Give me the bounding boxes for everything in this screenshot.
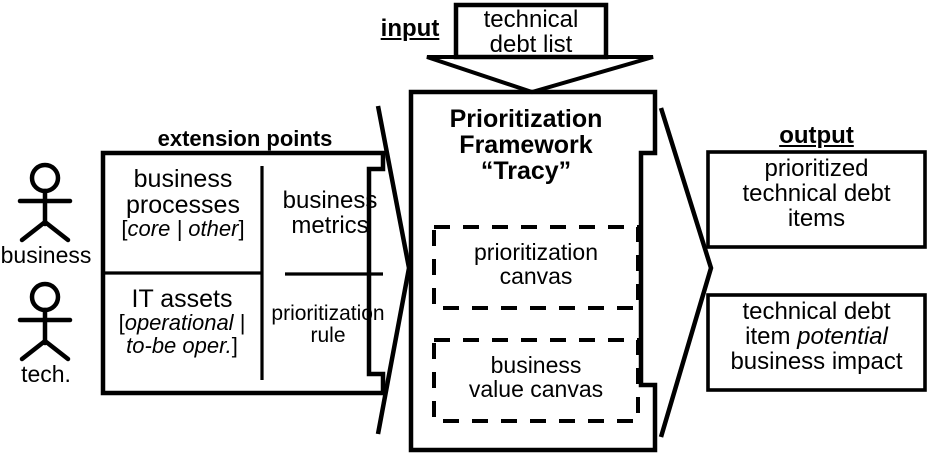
- business-processes-line2: processes: [126, 191, 240, 219]
- it-assets-bracket-line2: to-be oper.]: [104, 332, 260, 358]
- output-box-2-line3: business impact: [730, 347, 903, 375]
- business-value-canvas-line2: value canvas: [468, 375, 604, 402]
- output-label: output: [779, 122, 854, 149]
- business-value-canvas-text: business value canvas: [434, 352, 638, 402]
- bracket-mid: |: [233, 310, 246, 335]
- prioritization-canvas-line2: canvas: [499, 262, 573, 289]
- output-box-1-text: prioritized technical debt items: [708, 155, 925, 232]
- business-processes-bracket: [core | other]: [108, 216, 258, 241]
- prioritization-rule-cell: prioritization rule: [266, 303, 390, 347]
- output-box-1-line2: technical debt: [742, 179, 891, 207]
- prioritization-canvas-line1: prioritization: [474, 239, 598, 265]
- bracket-open: [: [121, 216, 128, 241]
- business-actor-icon: [17, 162, 73, 243]
- business-processes-line1: business: [133, 165, 233, 193]
- output-box-2-line2: item potential: [708, 322, 925, 350]
- framework-title: Prioritization Framework “Tracy”: [413, 106, 639, 184]
- input-box-line1: technical: [483, 6, 579, 33]
- output-box-2-text: technical debt item potential business i…: [708, 298, 925, 375]
- output-box-1-line1: prioritized: [764, 155, 869, 182]
- input-box-line2: debt list: [489, 30, 573, 58]
- bracket-close: ]: [231, 332, 238, 358]
- input-box-text: technical debt list: [456, 6, 606, 58]
- extension-points-heading: extension points: [157, 126, 333, 151]
- prioritization-canvas-box: [432, 225, 640, 310]
- prioritization-rule-line2: rule: [310, 323, 346, 347]
- framework-title-line3: “Tracy”: [480, 157, 572, 185]
- bracket-close: ]: [238, 216, 245, 241]
- framework-to-output-arrow: [658, 107, 714, 438]
- output-box-2-line1: technical debt: [742, 298, 891, 325]
- framework-box: [408, 89, 658, 453]
- business-value-canvas-line1: business: [490, 352, 582, 378]
- business-metrics-line2: metrics: [291, 211, 369, 239]
- prioritization-canvas-text: prioritization canvas: [434, 239, 638, 289]
- input-label: input: [380, 15, 440, 42]
- tech-actor-label: tech.: [21, 361, 71, 387]
- business-metrics-line1: business: [282, 187, 378, 214]
- bracket-value-2: to-be oper.: [126, 332, 232, 358]
- prioritization-rule-line1: prioritization: [271, 302, 385, 325]
- it-assets-line1: IT assets: [131, 285, 233, 313]
- input-arrow: [426, 55, 654, 95]
- output-box-1-line3: items: [787, 204, 846, 232]
- output-box-2-line2-italic: potential: [797, 322, 888, 350]
- output-box-business-impact: [706, 293, 927, 392]
- business-actor-label: business: [0, 242, 92, 268]
- output-box-prioritized-items: [706, 150, 927, 249]
- business-value-canvas-box: [432, 338, 640, 423]
- tech-actor-icon: [17, 281, 73, 362]
- business-processes-cell: business processes [core | other]: [108, 166, 258, 241]
- bracket-value-1: operational: [124, 310, 234, 335]
- framework-title-line1: Prioritization: [449, 105, 603, 133]
- bracket-open: [: [118, 310, 125, 335]
- framework-title-line2: Framework: [459, 131, 593, 159]
- extension-points-box: [100, 150, 386, 396]
- output-box-2-line2-plain: item: [745, 322, 798, 350]
- bracket-value: core | other: [127, 216, 239, 241]
- it-assets-cell: IT assets [operational | to-be oper.]: [104, 286, 260, 358]
- business-metrics-cell: business metrics: [272, 187, 388, 239]
- it-assets-bracket-line1: [operational |: [104, 310, 260, 335]
